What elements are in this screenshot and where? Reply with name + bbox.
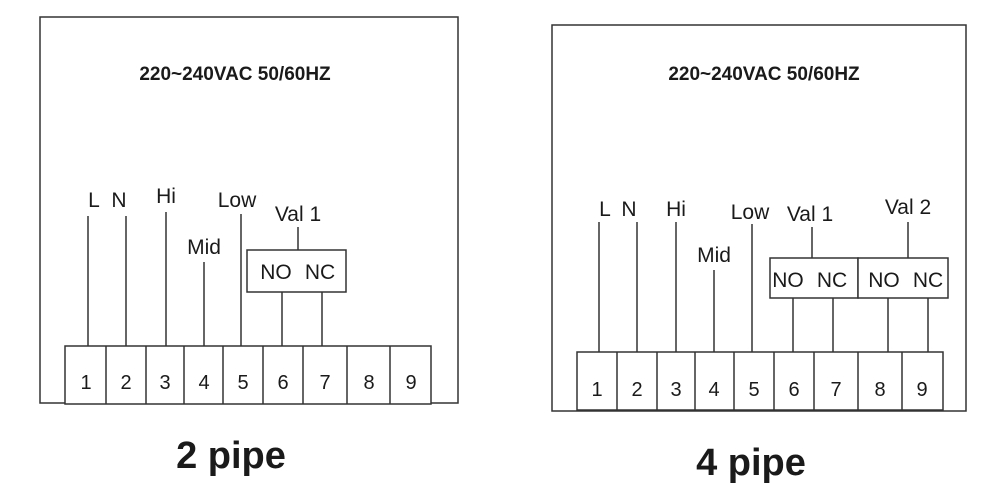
terminal-6: 6	[788, 379, 799, 401]
terminal-9: 9	[405, 372, 416, 394]
valve-1-relay-box	[246, 249, 347, 293]
valve-1-no: NO	[260, 261, 292, 284]
wire-label-mid: Mid	[187, 236, 221, 259]
valve-1-label: Val 1	[787, 203, 833, 226]
valve-1-nc: NC	[305, 261, 335, 284]
caption-4-pipe: 4 pipe	[696, 442, 806, 484]
wire-label-hi: Hi	[666, 198, 686, 221]
terminal-3: 3	[670, 379, 681, 401]
terminal-5: 5	[748, 379, 759, 401]
valve-2-relay-box	[857, 257, 949, 299]
panel-2-pipe: 220~240VAC 50/60HZ L N Hi Mid Low Val 1 …	[39, 16, 459, 477]
terminal-8: 8	[363, 372, 374, 394]
terminal-1: 1	[80, 372, 91, 394]
caption-2-pipe: 2 pipe	[176, 435, 286, 477]
terminal-8: 8	[874, 379, 885, 401]
valve-1-label: Val 1	[275, 203, 321, 226]
wire-label-hi: Hi	[156, 185, 176, 208]
wire-label-mid: Mid	[697, 244, 731, 267]
wire-label-n: N	[621, 198, 636, 221]
valve-2-nc: NC	[913, 269, 943, 292]
panel-4-pipe: 220~240VAC 50/60HZ L N Hi Mid Low Val 1 …	[551, 24, 967, 484]
terminal-5: 5	[237, 372, 248, 394]
wire-label-low: Low	[218, 189, 257, 212]
terminal-2: 2	[631, 379, 642, 401]
terminal-7: 7	[830, 379, 841, 401]
valve-2-label: Val 2	[885, 196, 931, 219]
terminal-2: 2	[120, 372, 131, 394]
wire-label-low: Low	[731, 201, 770, 224]
wire-label-l: L	[88, 189, 100, 212]
terminal-3: 3	[159, 372, 170, 394]
terminal-block: 1 2 3 4 5 6 7 8 9	[576, 351, 944, 411]
terminal-block: 1 2 3 4 5 6 7 8 9	[64, 345, 432, 405]
valve-1-relay-box	[769, 257, 859, 299]
terminal-4: 4	[198, 372, 209, 394]
terminal-9: 9	[916, 379, 927, 401]
valve-1-nc: NC	[817, 269, 847, 292]
wire-label-l: L	[599, 198, 611, 221]
valve-2-no: NO	[868, 269, 900, 292]
terminal-7: 7	[319, 372, 330, 394]
wire-label-n: N	[111, 189, 126, 212]
voltage-label: 220~240VAC 50/60HZ	[668, 64, 860, 85]
panel-frame	[551, 24, 967, 412]
voltage-label: 220~240VAC 50/60HZ	[139, 64, 331, 85]
terminal-4: 4	[708, 379, 719, 401]
valve-1-no: NO	[772, 269, 804, 292]
terminal-1: 1	[591, 379, 602, 401]
terminal-6: 6	[277, 372, 288, 394]
